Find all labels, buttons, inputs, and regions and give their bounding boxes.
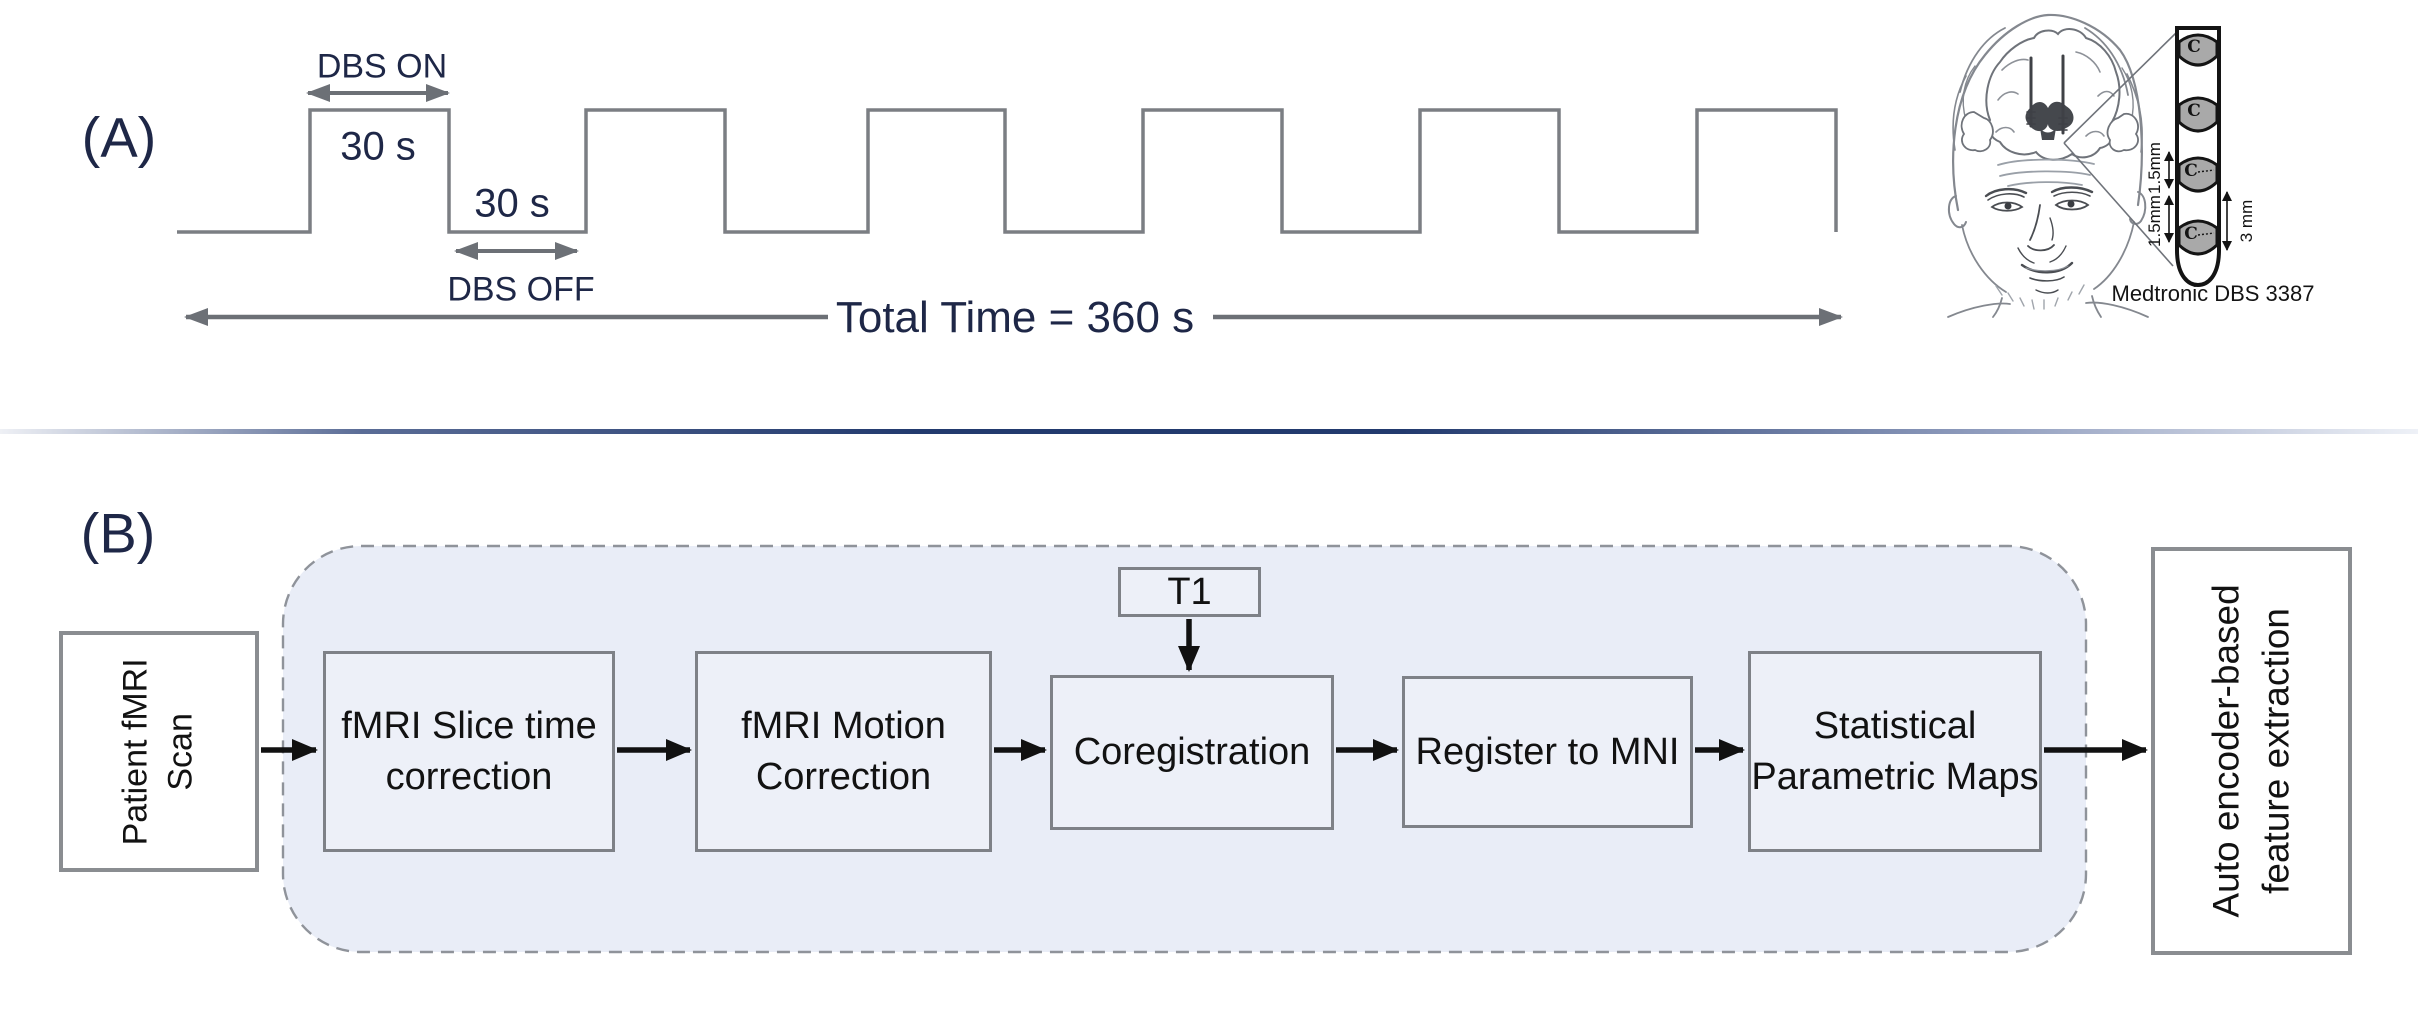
t1-label: T1 <box>1167 571 1212 613</box>
jaw-neck <box>1947 221 2149 318</box>
coregistration-label: Coregistration <box>1073 731 1311 774</box>
dbs-on-label: DBS ON <box>316 47 448 86</box>
on-duration-label: 30 s <box>340 124 416 169</box>
forehead-wrinkles <box>1997 158 2095 187</box>
motion-correction-box: fMRI Motion Correction <box>695 651 992 852</box>
contact-label-2: C <box>2187 101 2201 121</box>
dbs-block-waveform <box>177 108 1838 234</box>
slice-time-line1: fMRI Slice time <box>341 705 597 748</box>
spacing-bottom-label: 1.5mm <box>2145 195 2164 247</box>
electrode-callout <box>2063 26 2232 288</box>
patient-box-line2: Scan <box>161 712 200 791</box>
autoencoder-line1: Auto encoder-based <box>2205 584 2247 918</box>
motion-line2: Correction <box>755 755 932 798</box>
slice-time-correction-box: fMRI Slice time correction <box>323 651 615 852</box>
spm-line1: Statistical <box>1813 705 1977 748</box>
patient-box-line1: Patient fMRI <box>117 657 156 846</box>
beard-hatching <box>1995 284 2085 310</box>
slice-time-line2: correction <box>385 755 553 798</box>
patient-fmri-scan-box: Patient fMRI Scan <box>59 631 259 872</box>
panel-a-label: (A) <box>81 105 157 169</box>
span-label: 3 mm <box>2237 199 2256 243</box>
register-mni-label: Register to MNI <box>1415 730 1680 773</box>
motion-line1: fMRI Motion <box>741 705 946 748</box>
dimension-arrows <box>2164 151 2232 251</box>
device-label: Medtronic DBS 3387 <box>2111 281 2315 306</box>
coregistration-box: Coregistration <box>1050 675 1334 830</box>
autoencoder-feature-extraction-box: Auto encoder-based feature extraction <box>2151 547 2352 955</box>
electrode-contacts <box>2177 33 2219 256</box>
total-time-label: Total Time = 360 s <box>835 293 1195 342</box>
panel-divider <box>0 429 2418 434</box>
ears <box>1948 191 2147 229</box>
contact-label-3: C <box>2184 161 2198 181</box>
t1-box: T1 <box>1118 567 1261 617</box>
dbs-leads <box>2026 54 2068 135</box>
contact-label-4: C <box>2184 224 2198 244</box>
face-features <box>1984 186 2094 294</box>
pipeline-arrows <box>261 619 2148 761</box>
off-duration-label: 30 s <box>474 181 550 226</box>
panel-b-label: (B) <box>80 501 156 565</box>
contact-label-1: C <box>2187 37 2201 57</box>
patient-head-sketch <box>1947 13 2149 318</box>
spacing-top-label: 1.5mm <box>2145 142 2164 194</box>
brain-outline <box>1985 28 2121 161</box>
dbs-off-label: DBS OFF <box>447 270 595 309</box>
register-to-mni-box: Register to MNI <box>1402 676 1693 828</box>
statistical-parametric-maps-box: Statistical Parametric Maps <box>1748 651 2042 852</box>
spm-line2: Parametric Maps <box>1751 755 2039 798</box>
autoencoder-line2: feature extraction <box>2255 608 2297 894</box>
